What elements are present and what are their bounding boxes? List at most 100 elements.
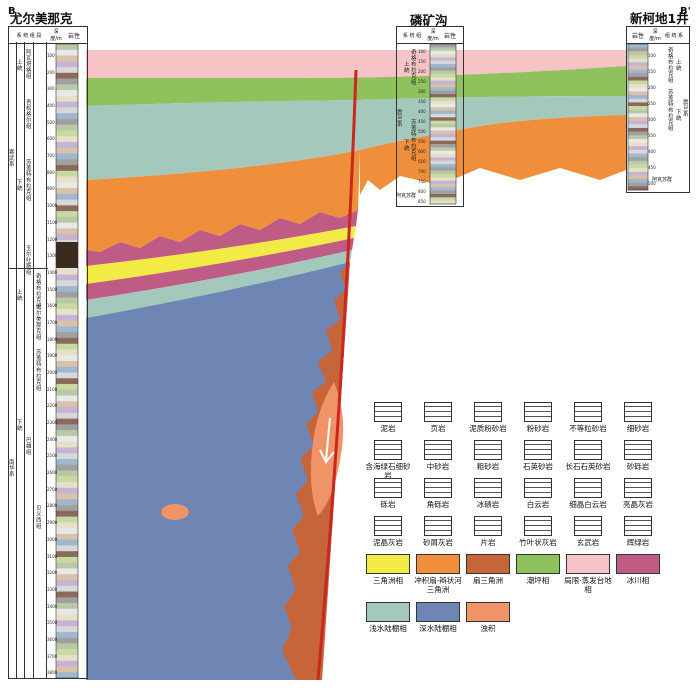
legend-facies-item: 浊积 bbox=[462, 602, 514, 633]
legend-rock-item: 页岩 bbox=[412, 402, 464, 433]
lithology-layer bbox=[628, 142, 648, 147]
lithology-layer bbox=[56, 337, 78, 345]
lithology-layer bbox=[56, 545, 78, 552]
left-system-cambrian-label: 寒武系 bbox=[9, 150, 15, 168]
lithology-layer bbox=[430, 60, 456, 65]
right-well-column bbox=[626, 42, 690, 193]
lithology-pattern-icon bbox=[374, 402, 402, 422]
lithology-layer bbox=[56, 580, 78, 587]
middle-well-title: 磷矿沟 bbox=[410, 13, 448, 28]
legend-rock-item: 白云岩 bbox=[512, 478, 564, 509]
lithology-layer bbox=[628, 153, 648, 158]
left-system-nanhua-label: 南华系 bbox=[9, 460, 15, 478]
lithology-layer bbox=[56, 493, 78, 500]
legend-rock-item: 冰碛岩 bbox=[462, 478, 514, 509]
middle-column-header: 系 统 组 深度/m 岩性 bbox=[396, 26, 464, 44]
lithology-pattern-icon bbox=[424, 402, 452, 422]
lithology-layer bbox=[628, 117, 648, 121]
lithology-layer bbox=[430, 107, 456, 111]
legend-rock-item: 砂砾岩 bbox=[612, 440, 664, 471]
lithology-layer bbox=[56, 182, 78, 189]
middle-depth-tick: 600 bbox=[418, 149, 426, 154]
lithology-layer bbox=[628, 87, 648, 92]
lithology-layer bbox=[56, 378, 78, 385]
lithology-layer bbox=[628, 131, 648, 136]
lithology-layer bbox=[628, 65, 648, 70]
middle-series-lower-label: 下统 bbox=[404, 140, 410, 152]
lithology-layer bbox=[56, 482, 78, 489]
lithology-layer bbox=[56, 216, 78, 223]
lithology-layer bbox=[628, 186, 648, 191]
lithology-layer bbox=[56, 366, 78, 373]
facies-band-magenta-upper bbox=[86, 210, 358, 266]
lithology-layer bbox=[56, 320, 78, 327]
lithology-layer bbox=[628, 179, 648, 183]
lithology-pattern-icon bbox=[474, 516, 502, 536]
legend-facies-label: 扇三角洲 bbox=[473, 576, 503, 585]
lithology-layer bbox=[56, 470, 78, 477]
middle-depth-tick: 750 bbox=[418, 179, 426, 184]
left-series-lower-label-2: 下统 bbox=[17, 420, 23, 432]
legend-rock-label: 泥岩 bbox=[380, 424, 396, 433]
lithology-layer bbox=[56, 274, 78, 281]
legend-facies-label: 三角洲相 bbox=[373, 576, 403, 585]
lithology-layer bbox=[430, 57, 456, 61]
left-depth-tick: 1200 bbox=[47, 236, 58, 242]
facies-band-magenta-lower bbox=[86, 238, 354, 300]
lithology-layer bbox=[56, 430, 78, 437]
lithology-pattern-icon bbox=[424, 478, 452, 498]
lithology-layer bbox=[56, 395, 78, 402]
lithology-layer bbox=[628, 76, 648, 81]
lithology-layer bbox=[628, 127, 648, 132]
left-depth-tick: 1800 bbox=[47, 336, 58, 342]
lithology-layer bbox=[430, 80, 456, 85]
left-formation-label-1: 阿瓦塔格组 bbox=[26, 50, 32, 80]
lithology-pattern-icon bbox=[574, 516, 602, 536]
left-depth-tick: 900 bbox=[47, 186, 55, 192]
right-depth-tick: 200 bbox=[648, 84, 656, 90]
lithology-layer bbox=[430, 177, 456, 181]
legend-rock-item: 亮晶灰岩 bbox=[612, 478, 664, 509]
legend-facies-item: 局限-蒸发台地相 bbox=[562, 554, 614, 594]
lithology-layer bbox=[628, 138, 648, 143]
legend-rock-item: 石英砂岩 bbox=[512, 440, 564, 471]
legend-rock-item: 中砂岩 bbox=[412, 440, 464, 471]
left-depth-tick: 3500 bbox=[47, 620, 58, 626]
lithology-layer bbox=[430, 194, 456, 198]
lithology-layer bbox=[628, 62, 648, 67]
left-depth-tick: 2900 bbox=[47, 520, 58, 526]
lithology-layer bbox=[56, 107, 78, 114]
left-depth-tick: 2500 bbox=[47, 453, 58, 459]
lithology-pattern-icon bbox=[424, 440, 452, 460]
lithology-layer bbox=[56, 297, 78, 304]
lithology-layer bbox=[628, 149, 648, 154]
legend-facies-item: 冰川相 bbox=[612, 554, 664, 585]
lithology-layer bbox=[56, 424, 78, 431]
lithology-layer bbox=[56, 118, 78, 125]
lithology-layer bbox=[430, 134, 456, 138]
lithology-layer bbox=[56, 562, 78, 569]
left-depth-tick: 300 bbox=[47, 86, 55, 92]
lithology-pattern-icon bbox=[524, 440, 552, 460]
lithology-layer bbox=[430, 104, 456, 108]
lithology-layer bbox=[430, 160, 456, 165]
lithology-layer bbox=[56, 153, 78, 160]
facies-swatch bbox=[516, 554, 560, 574]
lithology-layer bbox=[628, 182, 648, 187]
left-system-boundary bbox=[8, 268, 48, 269]
legend-rock-label: 泥晶灰岩 bbox=[373, 538, 403, 547]
lithology-layer bbox=[628, 44, 648, 48]
legend-rock-item: 辉绿岩 bbox=[612, 516, 664, 547]
lithology-layer bbox=[430, 127, 456, 131]
fault-line bbox=[316, 69, 358, 681]
right-series-lower-label: 下统 bbox=[676, 110, 682, 122]
lithology-layer bbox=[56, 349, 78, 356]
lithology-pattern-icon bbox=[474, 402, 502, 422]
legend-facies-item: 潮坪相 bbox=[512, 554, 564, 585]
left-depth-tick: 2000 bbox=[47, 370, 58, 375]
left-depth-tick: 2400 bbox=[47, 436, 58, 442]
legend-rock-label: 竹叶状灰岩 bbox=[519, 538, 557, 547]
lithology-layer bbox=[628, 95, 648, 100]
lithology-layer bbox=[430, 97, 456, 101]
lithology-layer bbox=[430, 124, 456, 128]
